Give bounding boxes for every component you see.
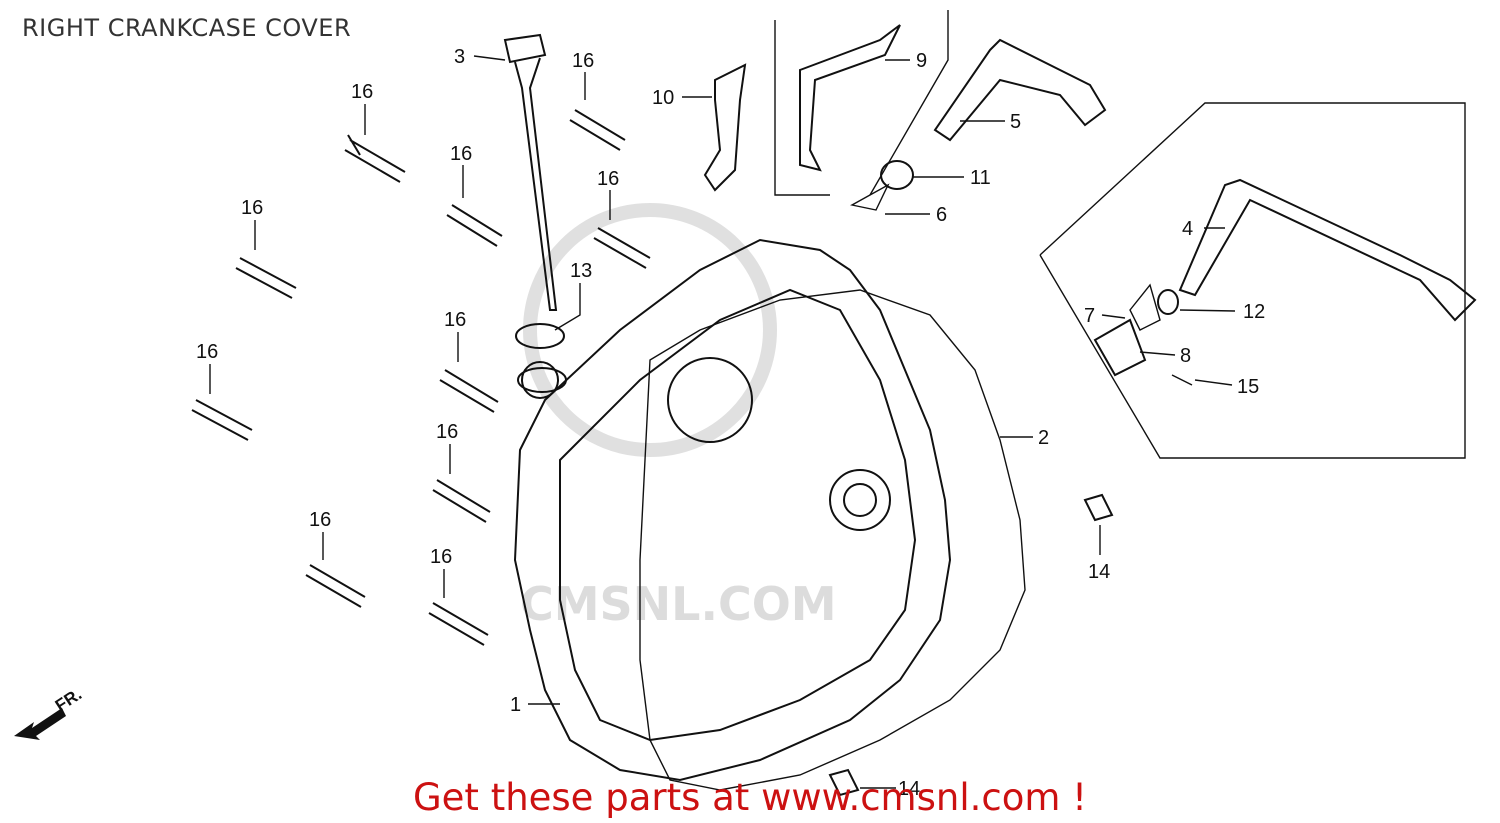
subassembly-frame-right [1039, 102, 1466, 459]
pin-15 [1171, 374, 1193, 386]
label-11: 11 [970, 167, 991, 189]
label-14: 14 [898, 778, 920, 800]
label-10: 10 [652, 87, 674, 109]
label-13: 13 [570, 260, 592, 282]
kick-arm-4 [1178, 178, 1477, 322]
plate-9 [799, 24, 901, 172]
o-ring [515, 323, 565, 349]
label-5: 5 [1010, 111, 1021, 133]
label-3: 3 [454, 46, 465, 68]
promo-link[interactable]: Get these parts at www.cmsnl.com ! [412, 776, 1087, 819]
label-1: 1 [510, 694, 521, 716]
label-16: 16 [241, 197, 263, 219]
washer-12 [1157, 289, 1179, 315]
shaft-5 [933, 38, 1107, 142]
front-arrow: FR. [14, 685, 85, 740]
label-9: 9 [916, 50, 927, 72]
subassembly-frame-upper [774, 10, 949, 196]
label-16: 16 [572, 50, 594, 72]
watermark-text: CMSNL.COM [520, 577, 837, 631]
dipstick [503, 33, 558, 311]
spring-6 [850, 183, 890, 211]
label-6: 6 [936, 204, 947, 226]
collar-14-lower [828, 768, 860, 797]
diagram-title: RIGHT CRANKCASE COVER [22, 14, 352, 42]
spring-11 [880, 160, 914, 190]
leader-lines [209, 55, 1236, 789]
label-16: 16 [351, 81, 373, 103]
collar-14-upper [1083, 493, 1114, 522]
filler-neck [517, 367, 567, 393]
bolts [191, 109, 651, 646]
label-2: 2 [1038, 427, 1049, 449]
label-16: 16 [309, 509, 331, 531]
label-16: 16 [436, 421, 458, 443]
label-7: 7 [1084, 305, 1095, 327]
label-15: 15 [1237, 376, 1259, 398]
ratchet-8 [1093, 318, 1147, 377]
label-12: 12 [1243, 301, 1265, 323]
label-14: 14 [1088, 561, 1110, 583]
label-16: 16 [597, 168, 619, 190]
label-16: 16 [444, 309, 466, 331]
label-4: 4 [1182, 218, 1193, 240]
label-16: 16 [196, 341, 218, 363]
plate-10 [703, 63, 747, 192]
watermark: CMSNL.COM [520, 203, 837, 631]
spring-7 [1129, 283, 1161, 331]
crankcase-cover [513, 238, 952, 782]
label-8: 8 [1180, 345, 1191, 367]
direction-label: FR. [52, 685, 85, 716]
label-16: 16 [430, 546, 452, 568]
gasket [639, 289, 1026, 791]
label-16: 16 [450, 143, 472, 165]
